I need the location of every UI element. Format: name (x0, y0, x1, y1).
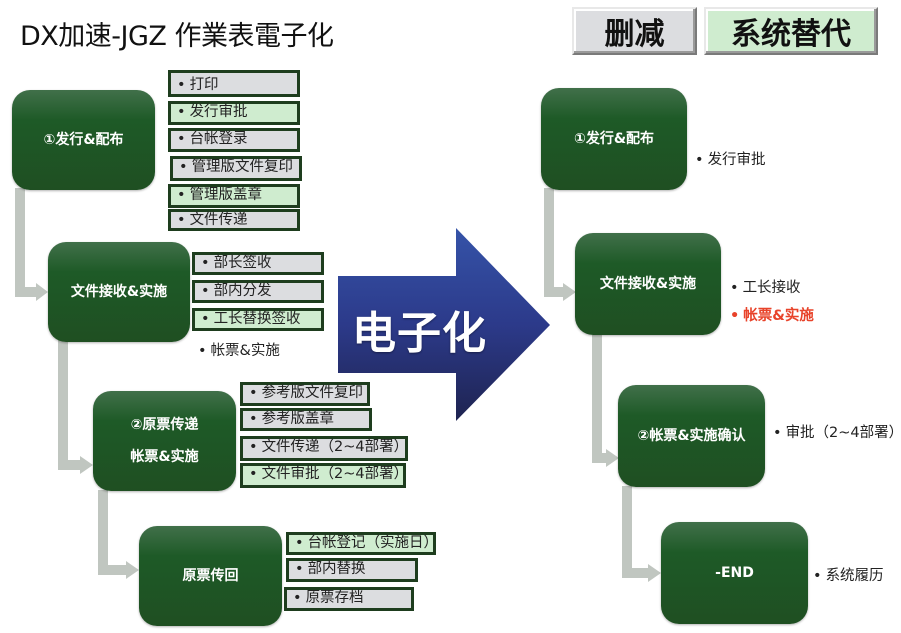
before-step-1-node: ①发行&配布 (12, 90, 155, 190)
before-step-2-node: 文件接收&实施 (48, 242, 190, 342)
step-label: -END (715, 565, 754, 581)
connector-right-2 (592, 335, 608, 463)
item-delete: •打印 (168, 70, 300, 97)
item-delete: •参考版文件复印 (240, 382, 370, 406)
item-keep: •发行审批 (695, 152, 766, 168)
item-delete: •部内分发 (192, 280, 324, 303)
before-step-4-node: 原票传回 (139, 526, 282, 626)
item-delete: •参考版盖章 (240, 408, 372, 431)
step-label: ①发行&配布 (43, 132, 124, 148)
connector-left-2-head (80, 456, 93, 474)
transform-arrow-label: 电子化 (352, 308, 487, 359)
item-delete: •部内替换 (286, 558, 418, 582)
item-system: •文件审批（2~4部署） (240, 463, 408, 488)
step-label: ②原票传递 (130, 417, 199, 433)
after-step-4-node: -END (661, 522, 808, 624)
item-highlight: •帐票&实施 (730, 308, 814, 324)
item-delete: •管理版文件复印 (170, 156, 302, 181)
item-system: •台帐登记（实施日） (286, 532, 438, 555)
item-keep: •工长接收 (730, 280, 801, 296)
connector-left-1 (15, 188, 38, 297)
item-delete: •部长签收 (192, 252, 324, 275)
connector-right-1-head (563, 283, 576, 301)
connector-left-1-head (36, 283, 48, 301)
connector-right-3 (622, 486, 650, 578)
step-label: 文件接收&实施 (70, 284, 168, 300)
legend-delete: 删减 (572, 7, 697, 55)
step-label: 文件接收&实施 (599, 276, 697, 292)
step-label: 帐票&实施 (130, 449, 199, 465)
legend-system-replace: 系统替代 (704, 7, 878, 55)
item-delete: •文件传递 (168, 209, 300, 231)
item-system: •工长替换签收 (192, 308, 324, 331)
after-step-1-node: ①发行&配布 (541, 88, 687, 190)
before-step-3-node: ②原票传递 帐票&实施 (93, 391, 236, 491)
item-delete: •原票存档 (284, 587, 414, 611)
item-keep: •审批（2~4部署） (773, 425, 901, 441)
item-delete: •台帐登录 (168, 128, 300, 152)
transform-arrow-shape (338, 228, 550, 421)
connector-right-3-head (648, 564, 661, 582)
step-label: ②帐票&实施确认 (637, 428, 746, 444)
step-label: 原票传回 (182, 568, 239, 584)
connector-right-1 (544, 188, 565, 297)
connector-left-2 (58, 340, 82, 470)
connector-right-2-head (606, 449, 619, 467)
item-delete: •文件传递（2~4部署） (240, 436, 408, 461)
step-label: ①发行&配布 (573, 131, 655, 147)
item-keep: •帐票&实施 (198, 343, 280, 359)
item-system: •管理版盖章 (168, 184, 300, 208)
connector-left-3-head (126, 561, 139, 579)
after-step-3-node: ②帐票&实施确认 (618, 385, 765, 487)
connector-left-3 (98, 490, 128, 575)
item-keep: •系统履历 (813, 568, 884, 584)
after-step-2-node: 文件接收&实施 (575, 233, 721, 335)
page-title: DX加速-JGZ 作業表電子化 (20, 21, 334, 52)
item-system: •发行审批 (168, 101, 300, 125)
